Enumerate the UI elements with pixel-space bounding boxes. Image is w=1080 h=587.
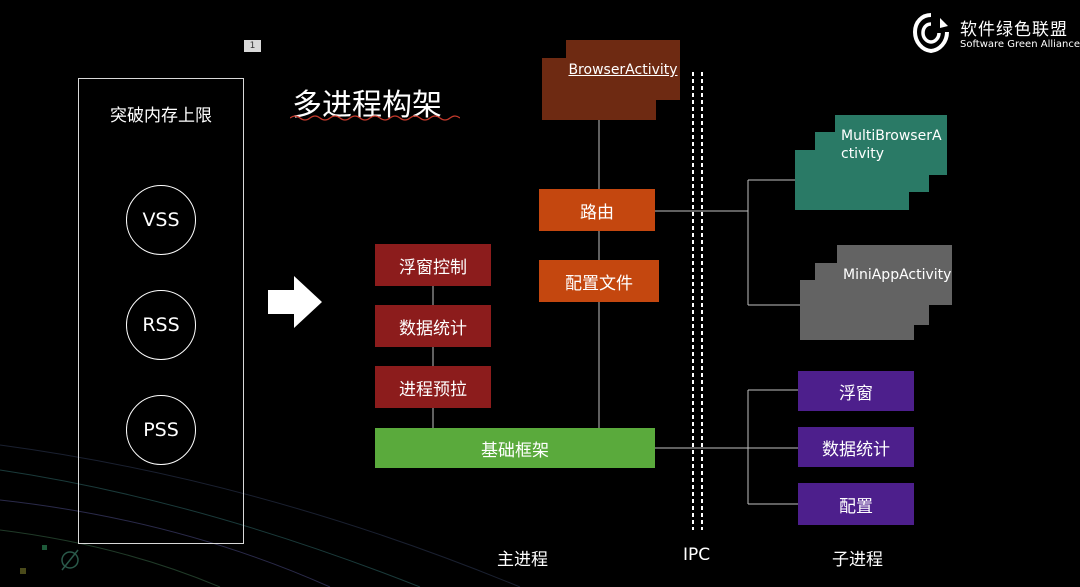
multi-browser-activity-box: MultiBrowserActivity (835, 115, 947, 175)
browser-activity-box: BrowserActivity (566, 40, 680, 100)
shield-logo-icon (912, 13, 949, 54)
data-stats-box: 数据统计 (375, 305, 491, 347)
ipc-divider (692, 72, 703, 530)
process-prefetch-box: 进程预拉 (375, 366, 491, 408)
rss-circle: RSS (126, 290, 196, 360)
sub-data-stats-box: 数据统计 (798, 427, 914, 467)
slide-title: 多进程构架 (292, 88, 442, 123)
base-framework-box: 基础框架 (375, 428, 655, 468)
logo-name: 软件绿色联盟 (960, 20, 1068, 40)
mini-app-activity-box: MiniAppActivity (837, 245, 952, 305)
title-underline (290, 115, 460, 121)
right-arrow-icon (268, 276, 322, 328)
float-window-box: 浮窗 (798, 371, 914, 411)
router-box: 路由 (539, 189, 655, 231)
float-control-box: 浮窗控制 (375, 244, 491, 286)
pss-circle: PSS (126, 395, 196, 465)
main-process-label: 主进程 (497, 550, 548, 570)
config-file-box: 配置文件 (539, 260, 659, 302)
vss-circle: VSS (126, 185, 196, 255)
memory-limit-panel: 突破内存上限 VSS RSS PSS (78, 78, 244, 544)
panel-title: 突破内存上限 (110, 106, 212, 126)
page-marker: 1 (244, 40, 261, 52)
sub-process-label: 子进程 (832, 550, 883, 570)
logo-subtitle: Software Green Alliance (960, 39, 1080, 50)
ipc-label: IPC (683, 545, 711, 565)
sub-config-box: 配置 (798, 483, 914, 525)
logo: 软件绿色联盟 Software Green Alliance (910, 12, 1080, 56)
